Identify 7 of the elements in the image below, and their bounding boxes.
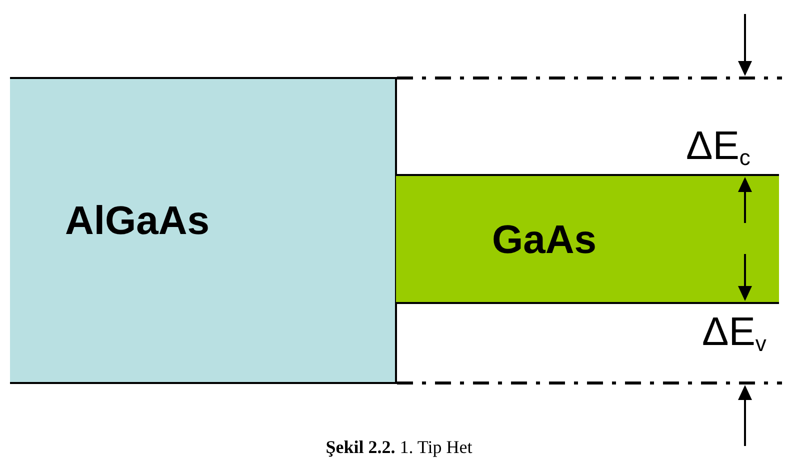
material-label: GaAs	[492, 218, 596, 262]
figure-caption: Şekil 2.2. 1. Tip Het	[326, 436, 472, 458]
band-block	[396, 174, 779, 304]
energy-offset-label: ΔE$_{v}$	[702, 310, 766, 358]
material-label: AlGaAs	[65, 199, 210, 243]
energy-offset-label: ΔE$_{c}$	[686, 124, 750, 172]
band-block	[10, 77, 397, 384]
